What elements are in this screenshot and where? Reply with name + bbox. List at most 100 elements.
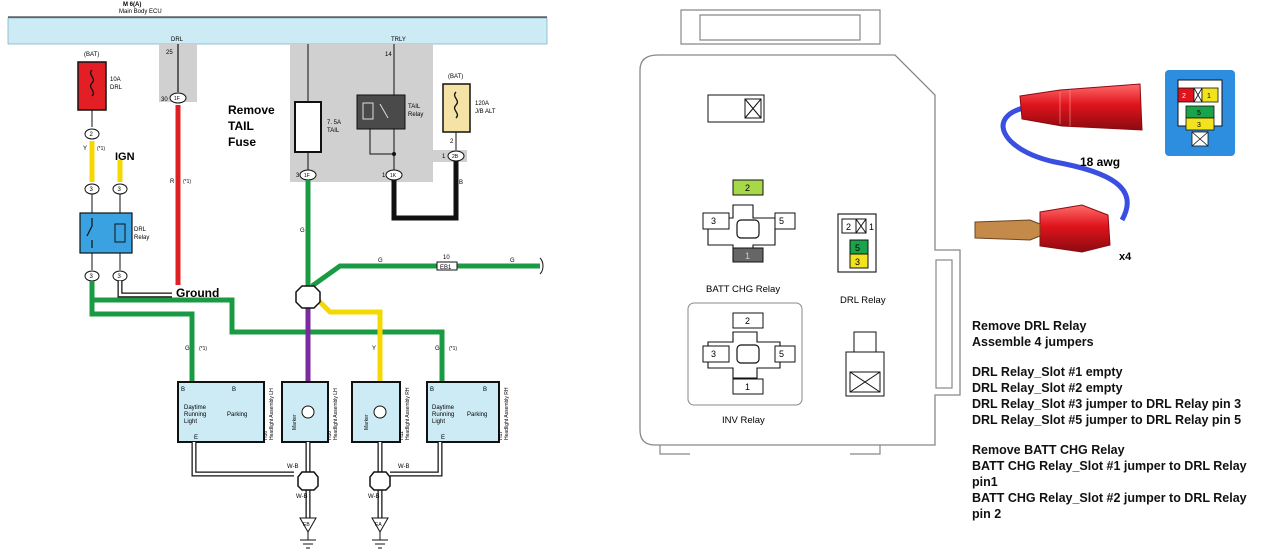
wire-label-y: Y bbox=[83, 146, 87, 152]
instructions-panel: Remove DRL Relay Assemble 4 jumpers DRL … bbox=[972, 318, 1272, 536]
h17-title: Headlight Assembly RH bbox=[504, 387, 510, 440]
connector-2-label: 2 bbox=[90, 132, 94, 138]
drl-relay-pin-icon: 2 1 5 3 bbox=[1165, 70, 1235, 156]
ground-label: Ground bbox=[176, 286, 219, 300]
ecu-name: Main Body ECU bbox=[119, 9, 162, 15]
ground-ea: EA bbox=[371, 517, 389, 549]
fuse-tail-7-5a: 7. 5A TAIL bbox=[294, 44, 341, 170]
h16-title: Headlight Assembly LH bbox=[269, 388, 275, 440]
ecu-bar bbox=[7, 17, 548, 45]
drl-box-pin-3-label: 3 bbox=[855, 257, 860, 267]
batt-chg-slot-3-label: 3 bbox=[711, 216, 716, 226]
ground-eb-label: EB bbox=[303, 522, 310, 528]
instruction-line: Assemble 4 jumpers bbox=[972, 335, 1094, 349]
drl-relay-sub: Relay bbox=[134, 235, 149, 241]
connector-2: 2 bbox=[84, 128, 100, 140]
wire-green-eb1 bbox=[310, 263, 540, 289]
instructions-block-2: DRL Relay_Slot #1 empty DRL Relay_Slot #… bbox=[972, 364, 1272, 428]
inv-slot-5-label: 5 bbox=[779, 349, 784, 359]
h17-b1: B bbox=[430, 387, 434, 393]
tail-relay-icon bbox=[362, 102, 389, 120]
instructions-block-3: Remove BATT CHG Relay BATT CHG Relay_Slo… bbox=[972, 442, 1272, 522]
instruction-line: DRL Relay_Slot #1 empty bbox=[972, 365, 1123, 379]
wire-green-drl-rh bbox=[92, 297, 445, 382]
connector-3b: 3 bbox=[112, 183, 128, 195]
h10-id: H10 bbox=[327, 431, 333, 440]
ground-junction-rh bbox=[369, 471, 391, 491]
jumper-blade-icon bbox=[974, 219, 1041, 241]
instruction-line: pin 2 bbox=[972, 507, 1002, 521]
inv-relay-slot: 2 3 5 1 INV Relay bbox=[687, 302, 803, 426]
icon-pin-3: 3 bbox=[1197, 122, 1201, 129]
inv-slot-1-label: 1 bbox=[745, 382, 750, 392]
instructions-block-1: Remove DRL Relay Assemble 4 jumpers bbox=[972, 318, 1272, 350]
instruction-line: DRL Relay_Slot #5 jumper to DRL Relay pi… bbox=[972, 413, 1242, 427]
wire-label-plus-4: (*1) bbox=[449, 346, 457, 352]
h11-id: H11 bbox=[399, 431, 405, 440]
ground-eb: EB bbox=[299, 517, 317, 549]
ecu-ref: M 6(A) bbox=[123, 2, 141, 8]
headlight-h17: B B Daytime Running Light Parking E H17 … bbox=[426, 381, 510, 443]
jumper-terminal-male bbox=[1039, 204, 1111, 253]
connector-eb1-label: EB1 bbox=[440, 265, 452, 271]
wire-label-b: B bbox=[459, 180, 463, 186]
fuse-drl-source: (BAT) bbox=[84, 52, 99, 58]
drl-box-pin-1: 1 bbox=[869, 222, 874, 232]
wire-label-g-3: G bbox=[300, 228, 305, 234]
headlight-h11: Marker H11 Headlight Assembly RH bbox=[351, 381, 411, 443]
fuse-alt-symbol-icon bbox=[453, 91, 459, 119]
slot-top-small bbox=[707, 94, 765, 123]
drl-box-pin-3 bbox=[849, 253, 869, 269]
connector-1f-top: 1F bbox=[169, 92, 187, 104]
ground-junction-lh bbox=[297, 471, 319, 491]
wire-ground bbox=[118, 281, 172, 297]
inv-relay-label: INV Relay bbox=[722, 415, 765, 426]
icon-pin-5: 5 bbox=[1197, 110, 1201, 117]
instruction-line: BATT CHG Relay_Slot #1 jumper to DRL Rel… bbox=[972, 459, 1247, 473]
wire-label-g-1: G bbox=[185, 346, 190, 352]
ecu-trly-label: TRLY bbox=[391, 37, 406, 43]
fuse-alt-rating: 120A bbox=[475, 101, 489, 107]
h10-label: Marker bbox=[292, 414, 298, 430]
pin-2-alt: 2 bbox=[450, 139, 454, 145]
connector-eb1: EB1 10 bbox=[436, 255, 458, 271]
icon-pin-2: 2 bbox=[1182, 93, 1186, 100]
h17-e: E bbox=[441, 435, 445, 441]
drl-relay-box-label: DRL Relay bbox=[840, 295, 886, 306]
h16-b1: B bbox=[181, 387, 185, 393]
ground-symbol-icon bbox=[372, 532, 388, 549]
ground-ea-label: EA bbox=[375, 522, 382, 528]
h17-parking: Parking bbox=[467, 412, 487, 418]
pin-14: 14 bbox=[385, 52, 392, 58]
batt-chg-slot-5-label: 5 bbox=[779, 216, 784, 226]
drl-relay-name: DRL bbox=[134, 227, 147, 233]
bulb-icon bbox=[301, 405, 315, 419]
jumper-terminal-female bbox=[1019, 83, 1143, 131]
connector-3a: 3 bbox=[84, 183, 100, 195]
pin-1-tail: 1 bbox=[382, 173, 386, 179]
wire-label-g-4: G bbox=[378, 258, 383, 264]
jumper-qty-label: x4 bbox=[1119, 251, 1132, 263]
fuse-tail-name: TAIL bbox=[327, 128, 340, 134]
drl-relay-slot: 2 1 5 3 DRL Relay bbox=[837, 213, 886, 306]
ground-symbol-icon bbox=[300, 532, 316, 549]
instruction-line: pin1 bbox=[972, 475, 998, 489]
pin-25: 25 bbox=[166, 50, 173, 56]
batt-chg-slot-1 bbox=[732, 247, 764, 263]
h17-id: H17 bbox=[498, 431, 504, 440]
fuse-symbol-icon bbox=[89, 69, 95, 97]
connector-3d-label: 3 bbox=[118, 274, 122, 280]
batt-chg-relay-slot: 2 3 5 1 BATT CHG Relay bbox=[702, 179, 796, 295]
fuse-alt-source: (BAT) bbox=[448, 74, 463, 80]
h10-title: Headlight Assembly LH bbox=[333, 388, 339, 440]
h16-drl-3: Light bbox=[184, 419, 197, 425]
connector-3a-label: 3 bbox=[90, 187, 94, 193]
fuse-drl-rating: 10A bbox=[110, 77, 121, 83]
wire-label-plus-2: (*1) bbox=[183, 179, 191, 185]
wire-label-r: R bbox=[170, 179, 175, 185]
wire-label-g-2: G bbox=[435, 346, 440, 352]
h16-id: H16 bbox=[263, 431, 269, 440]
fuse-tail-rating: 7. 5A bbox=[327, 120, 341, 126]
jumper-blue-wire bbox=[1000, 104, 1130, 222]
wire-label-wb-1: W-B bbox=[287, 464, 299, 470]
